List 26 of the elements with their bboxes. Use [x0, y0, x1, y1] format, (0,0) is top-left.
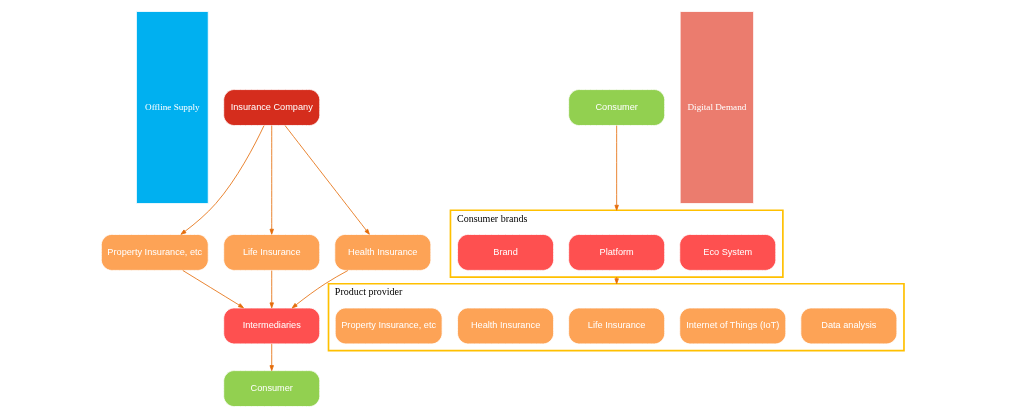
- node-box: Data analysis: [799, 307, 897, 345]
- node-box: Life Insurance: [567, 307, 665, 345]
- arrow: [284, 125, 370, 235]
- node-box: Intermediaries: [222, 307, 320, 345]
- arrow: [614, 276, 619, 285]
- node-box: Consumer: [567, 89, 665, 126]
- node-box: Insurance Company: [222, 89, 320, 126]
- node-box: Platform: [567, 234, 665, 271]
- node-box: Internet of Things (IoT): [678, 307, 786, 345]
- node-box: Offline Supply: [135, 11, 209, 204]
- node-box: Property Insurance, etc: [100, 234, 209, 271]
- arrow: [269, 343, 274, 372]
- arrow: [180, 125, 264, 235]
- node-box: Health Insurance: [456, 307, 554, 345]
- arrow: [269, 270, 274, 309]
- node-box: Health Insurance: [333, 234, 431, 271]
- node-box: Digital Demand: [679, 11, 754, 204]
- arrow: [269, 125, 274, 235]
- arrow: [614, 125, 619, 211]
- node-box: Eco System: [678, 234, 776, 271]
- node-box: Brand: [456, 234, 554, 271]
- node-box: Life Insurance: [222, 234, 320, 271]
- node-box: Property Insurance, etc: [334, 307, 443, 345]
- arrow: [181, 270, 244, 309]
- arrow: [291, 270, 348, 309]
- node-box: Consumer: [222, 370, 320, 407]
